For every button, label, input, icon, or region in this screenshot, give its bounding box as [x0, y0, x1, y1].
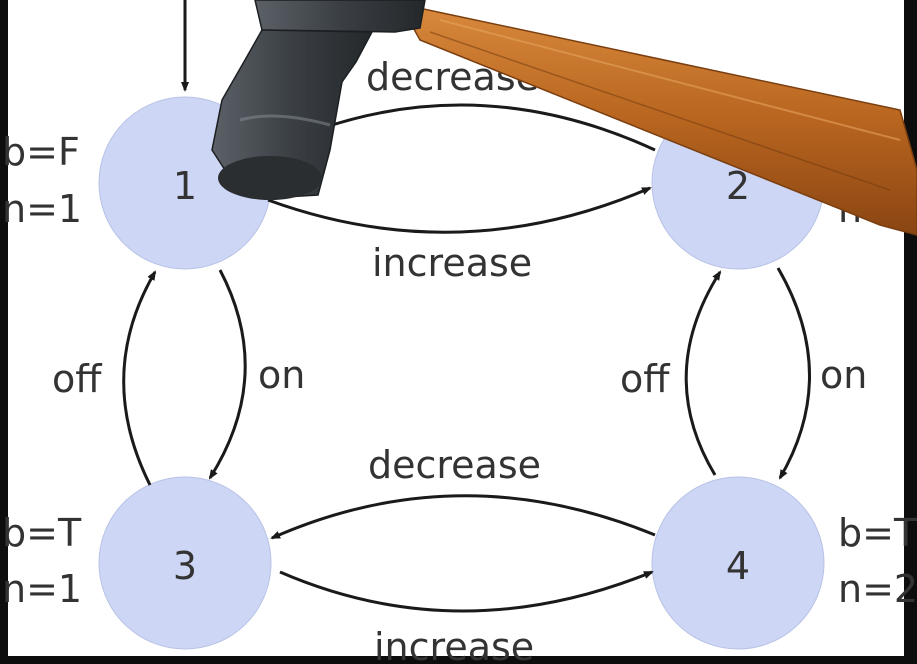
edge-4-to-2-off	[684, 270, 722, 476]
edge-1-to-2-increase	[267, 186, 652, 234]
hammer-handle	[398, 2, 917, 236]
state-3-label: 3	[173, 544, 197, 588]
state-4: 4	[651, 476, 825, 650]
label-left-on: on	[258, 353, 305, 397]
state-1-var-b: b=F	[2, 130, 80, 174]
state-1-label: 1	[173, 164, 197, 208]
state-3-var-b: b=T	[2, 511, 82, 555]
label-right-off: off	[620, 357, 670, 401]
label-bottom-increase: increase	[374, 625, 534, 664]
state-3-var-n: n=1	[2, 567, 82, 611]
edge-3-to-4-increase	[279, 570, 654, 613]
edge-1-to-3-on	[208, 269, 247, 480]
state-4-var-n: n=2	[838, 567, 917, 611]
label-bottom-decrease: decrease	[368, 443, 541, 487]
edge-4-to-3-decrease	[270, 494, 656, 540]
edge-2-to-4-on	[776, 267, 811, 480]
hammer-icon	[211, 0, 917, 236]
label-left-off: off	[52, 357, 102, 401]
state-4-label: 4	[726, 544, 750, 588]
edge-3-to-1-off	[122, 270, 157, 486]
state-4-var-b: b=T	[838, 511, 917, 555]
label-right-on: on	[820, 353, 867, 397]
state-1-var-n: n=1	[2, 187, 82, 231]
label-top-increase: increase	[372, 241, 532, 285]
state-3: 3	[98, 476, 272, 650]
frame-left	[0, 0, 8, 664]
frame-bottom	[0, 656, 917, 664]
frame-right	[904, 0, 917, 664]
hammer-head-top	[254, 0, 426, 33]
